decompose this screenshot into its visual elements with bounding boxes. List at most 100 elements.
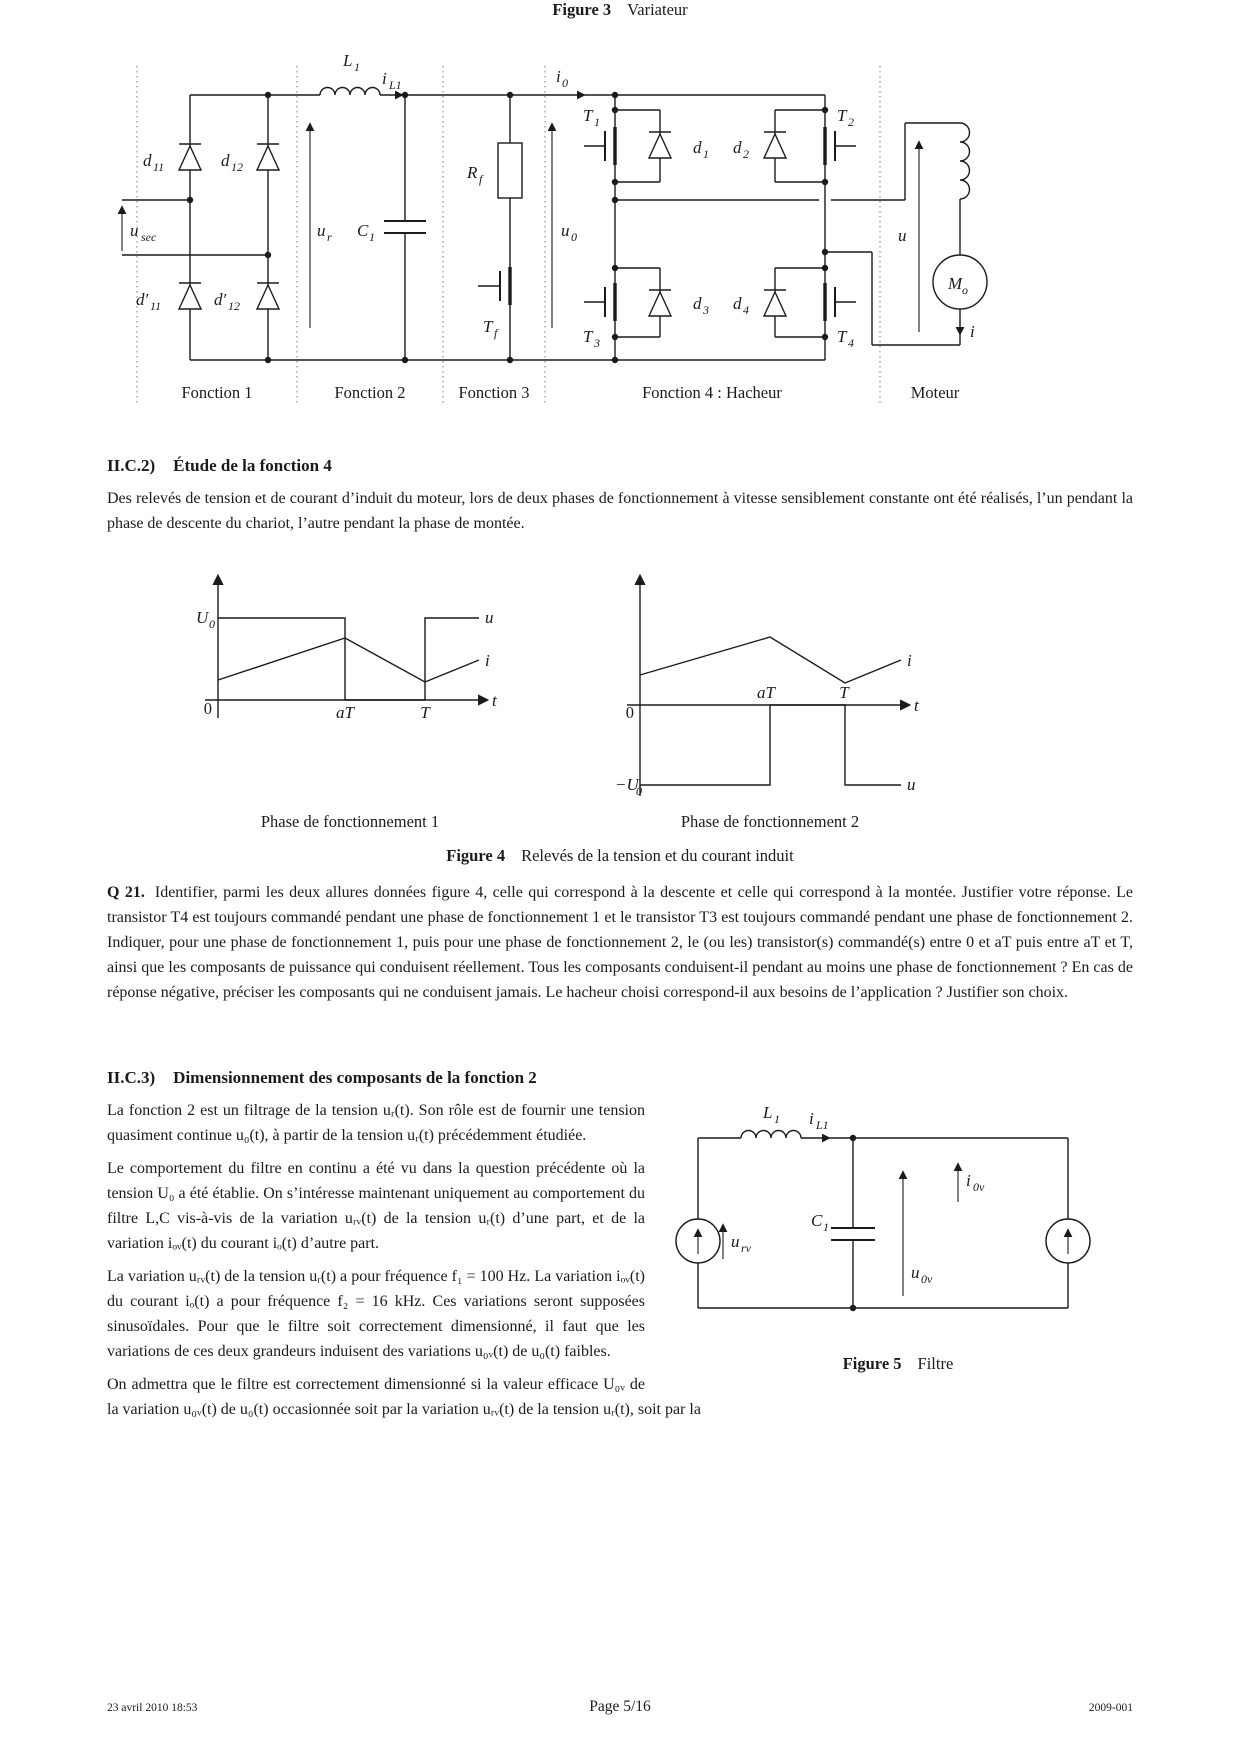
- right-graph-t: t: [914, 696, 920, 715]
- iic3-paragraph-1: La fonction 2 est un filtrage de la tens…: [107, 1102, 645, 1144]
- right-graph-minusU0-base: −U: [615, 775, 640, 794]
- fig3-label-Tf-sub: f: [494, 326, 499, 340]
- inductor-L1: [319, 86, 381, 96]
- fig3-label-C1-sub: 1: [369, 230, 375, 244]
- fig3-label-d4-sub: 4: [743, 303, 749, 317]
- figure5-caption-label: Figure 5: [842, 1354, 902, 1373]
- filter-wires: [697, 1129, 1069, 1309]
- fig3-label-usec-sub: sec: [141, 230, 157, 244]
- heading-iic2: II.C.2)Étude de la fonction 4: [107, 456, 332, 476]
- question-21: Q 21.Identifier, parmi les deux allures …: [107, 880, 1133, 1005]
- freewheel-diodes: [647, 131, 788, 317]
- question-21-text: Identifier, parmi les deux allures donné…: [107, 884, 1133, 1001]
- figure5-block: L 1 i L1 u rv C 1 u 0v i 0v Figure 5 Filt…: [663, 1098, 1133, 1374]
- fig3-label-T2-base: T: [837, 106, 848, 125]
- fig5-label-iL1-base: i: [809, 1109, 814, 1128]
- right-graph-u: u: [907, 775, 916, 794]
- diode-d2: [762, 131, 788, 159]
- fig3-label-iL1-base: i: [382, 69, 387, 88]
- fig3-label-Rf-base: R: [466, 163, 478, 182]
- iic3-paragraph-3: La variation uᵣᵥ(t) de la tension uᵣ(t) …: [107, 1268, 645, 1360]
- voltage-current-arrows: [117, 90, 965, 336]
- bridge-diodes: [177, 143, 281, 310]
- diode-d11-prime: [177, 282, 203, 310]
- fig3-label-d1-sub: 1: [703, 147, 709, 161]
- left-graph-U0-sub: 0: [209, 617, 215, 631]
- fig3-label-d3-base: d: [693, 294, 702, 313]
- fig3-label-i: i: [970, 322, 975, 341]
- fig3-section-fonction1: Fonction 1: [181, 383, 252, 402]
- fig3-label-T2-sub: 2: [848, 115, 854, 129]
- left-graph-i-trace: [217, 637, 480, 683]
- right-graph-T: T: [839, 683, 850, 702]
- mosfet-T2: [823, 127, 856, 165]
- right-graph-i: i: [907, 651, 912, 670]
- heading-iic3-number: II.C.3): [107, 1068, 156, 1087]
- fig3-label-i0-sub: 0: [562, 76, 568, 90]
- figure5-caption-text: Filtre: [917, 1354, 954, 1373]
- resistor-Rf: [497, 142, 523, 199]
- phase2-caption: Phase de fonctionnement 2: [680, 812, 860, 831]
- fig3-label-d12-base: d: [221, 151, 230, 170]
- fig3-label-T1-base: T: [583, 106, 594, 125]
- phase1-caption: Phase de fonctionnement 1: [260, 812, 440, 831]
- fig3-label-d1-base: d: [693, 138, 702, 157]
- fig3-label-T4-base: T: [837, 327, 848, 346]
- filter-capacitor-C1: [831, 1227, 875, 1241]
- iic2-intro-paragraph: Des relevés de tension et de courant d’i…: [107, 490, 1133, 532]
- heading-iic3-title: Dimensionnement des composants de la fon…: [173, 1068, 537, 1087]
- transistors: [478, 127, 856, 321]
- fig3-label-d2-sub: 2: [743, 147, 749, 161]
- mosfet-T1: [584, 127, 617, 165]
- fig3-label-ur-sub: r: [327, 230, 332, 244]
- right-graph-minusU0-sub: 0: [636, 784, 642, 798]
- fig3-label-T4-sub: 4: [848, 336, 854, 350]
- motor-circle: [932, 254, 988, 310]
- left-graph-u: u: [485, 608, 494, 627]
- footer-reference: 2009-001: [1088, 1702, 1133, 1714]
- fig3-label-d11-sub: 11: [153, 160, 164, 174]
- footer-page-number: Page 5/16: [589, 1698, 651, 1715]
- fig3-label-T3-base: T: [583, 327, 594, 346]
- fig3-label-u0-base: u: [561, 221, 570, 240]
- diode-d12-prime: [255, 282, 281, 310]
- right-graph-aT: aT: [757, 683, 777, 702]
- figure3-circuit-svg: L 1 i L1 i 0 u sec d 11 d 12 d′ 11 d′ 12…: [117, 51, 988, 405]
- mosfet-Tf: [478, 267, 512, 305]
- footer-date: 23 avril 2010 18:53: [107, 1702, 198, 1714]
- left-graph-T: T: [420, 703, 431, 722]
- fig3-label-d12p-sub: 12: [228, 299, 240, 313]
- left-graph-u-trace: [218, 617, 479, 701]
- fig3-section-fonction3: Fonction 3: [458, 383, 529, 402]
- left-graph-t: t: [492, 691, 498, 710]
- heading-iic2-title: Étude de la fonction 4: [173, 456, 332, 475]
- fig3-label-i0-base: i: [556, 67, 561, 86]
- filter-inductor-L1: [740, 1129, 802, 1139]
- connection-dots: [186, 91, 829, 364]
- figure5-circuit-svg: L 1 i L1 u rv C 1 u 0v i 0v: [675, 1103, 1091, 1312]
- motor-inductance-coil: [959, 122, 971, 200]
- fig5-label-urv-base: u: [731, 1232, 740, 1251]
- fig3-label-T1-sub: 1: [594, 115, 600, 129]
- diode-d12: [255, 143, 281, 171]
- fig3-label-d3-sub: 3: [702, 303, 709, 317]
- fig3-label-usec-base: u: [130, 221, 139, 240]
- fig5-label-u0v-sub: 0v: [921, 1272, 933, 1286]
- filter-arrows: [693, 1133, 1073, 1296]
- fig3-label-L1-sub: 1: [354, 60, 360, 74]
- fig3-label-u0-sub: 0: [571, 230, 577, 244]
- figure4-right-graph-svg: 0 −U 0 aT T t i u: [615, 573, 920, 798]
- fig3-label-ur-base: u: [317, 221, 326, 240]
- right-graph-zero: 0: [626, 703, 634, 722]
- filter-dots: [849, 1134, 857, 1312]
- capacitor-C1: [384, 220, 426, 234]
- fig5-label-L1-base: L: [762, 1103, 772, 1122]
- fig5-label-u0v-base: u: [911, 1263, 920, 1282]
- fig3-label-Mo-base: M: [947, 274, 963, 293]
- fig5-label-C1-base: C: [811, 1211, 823, 1230]
- fig3-label-T3-sub: 3: [593, 336, 600, 350]
- fig3-label-d11-base: d: [143, 151, 152, 170]
- figure4-left-graph-svg: U 0 0 aT T t u i: [196, 573, 498, 722]
- fig3-label-iL1-sub: L1: [388, 78, 402, 92]
